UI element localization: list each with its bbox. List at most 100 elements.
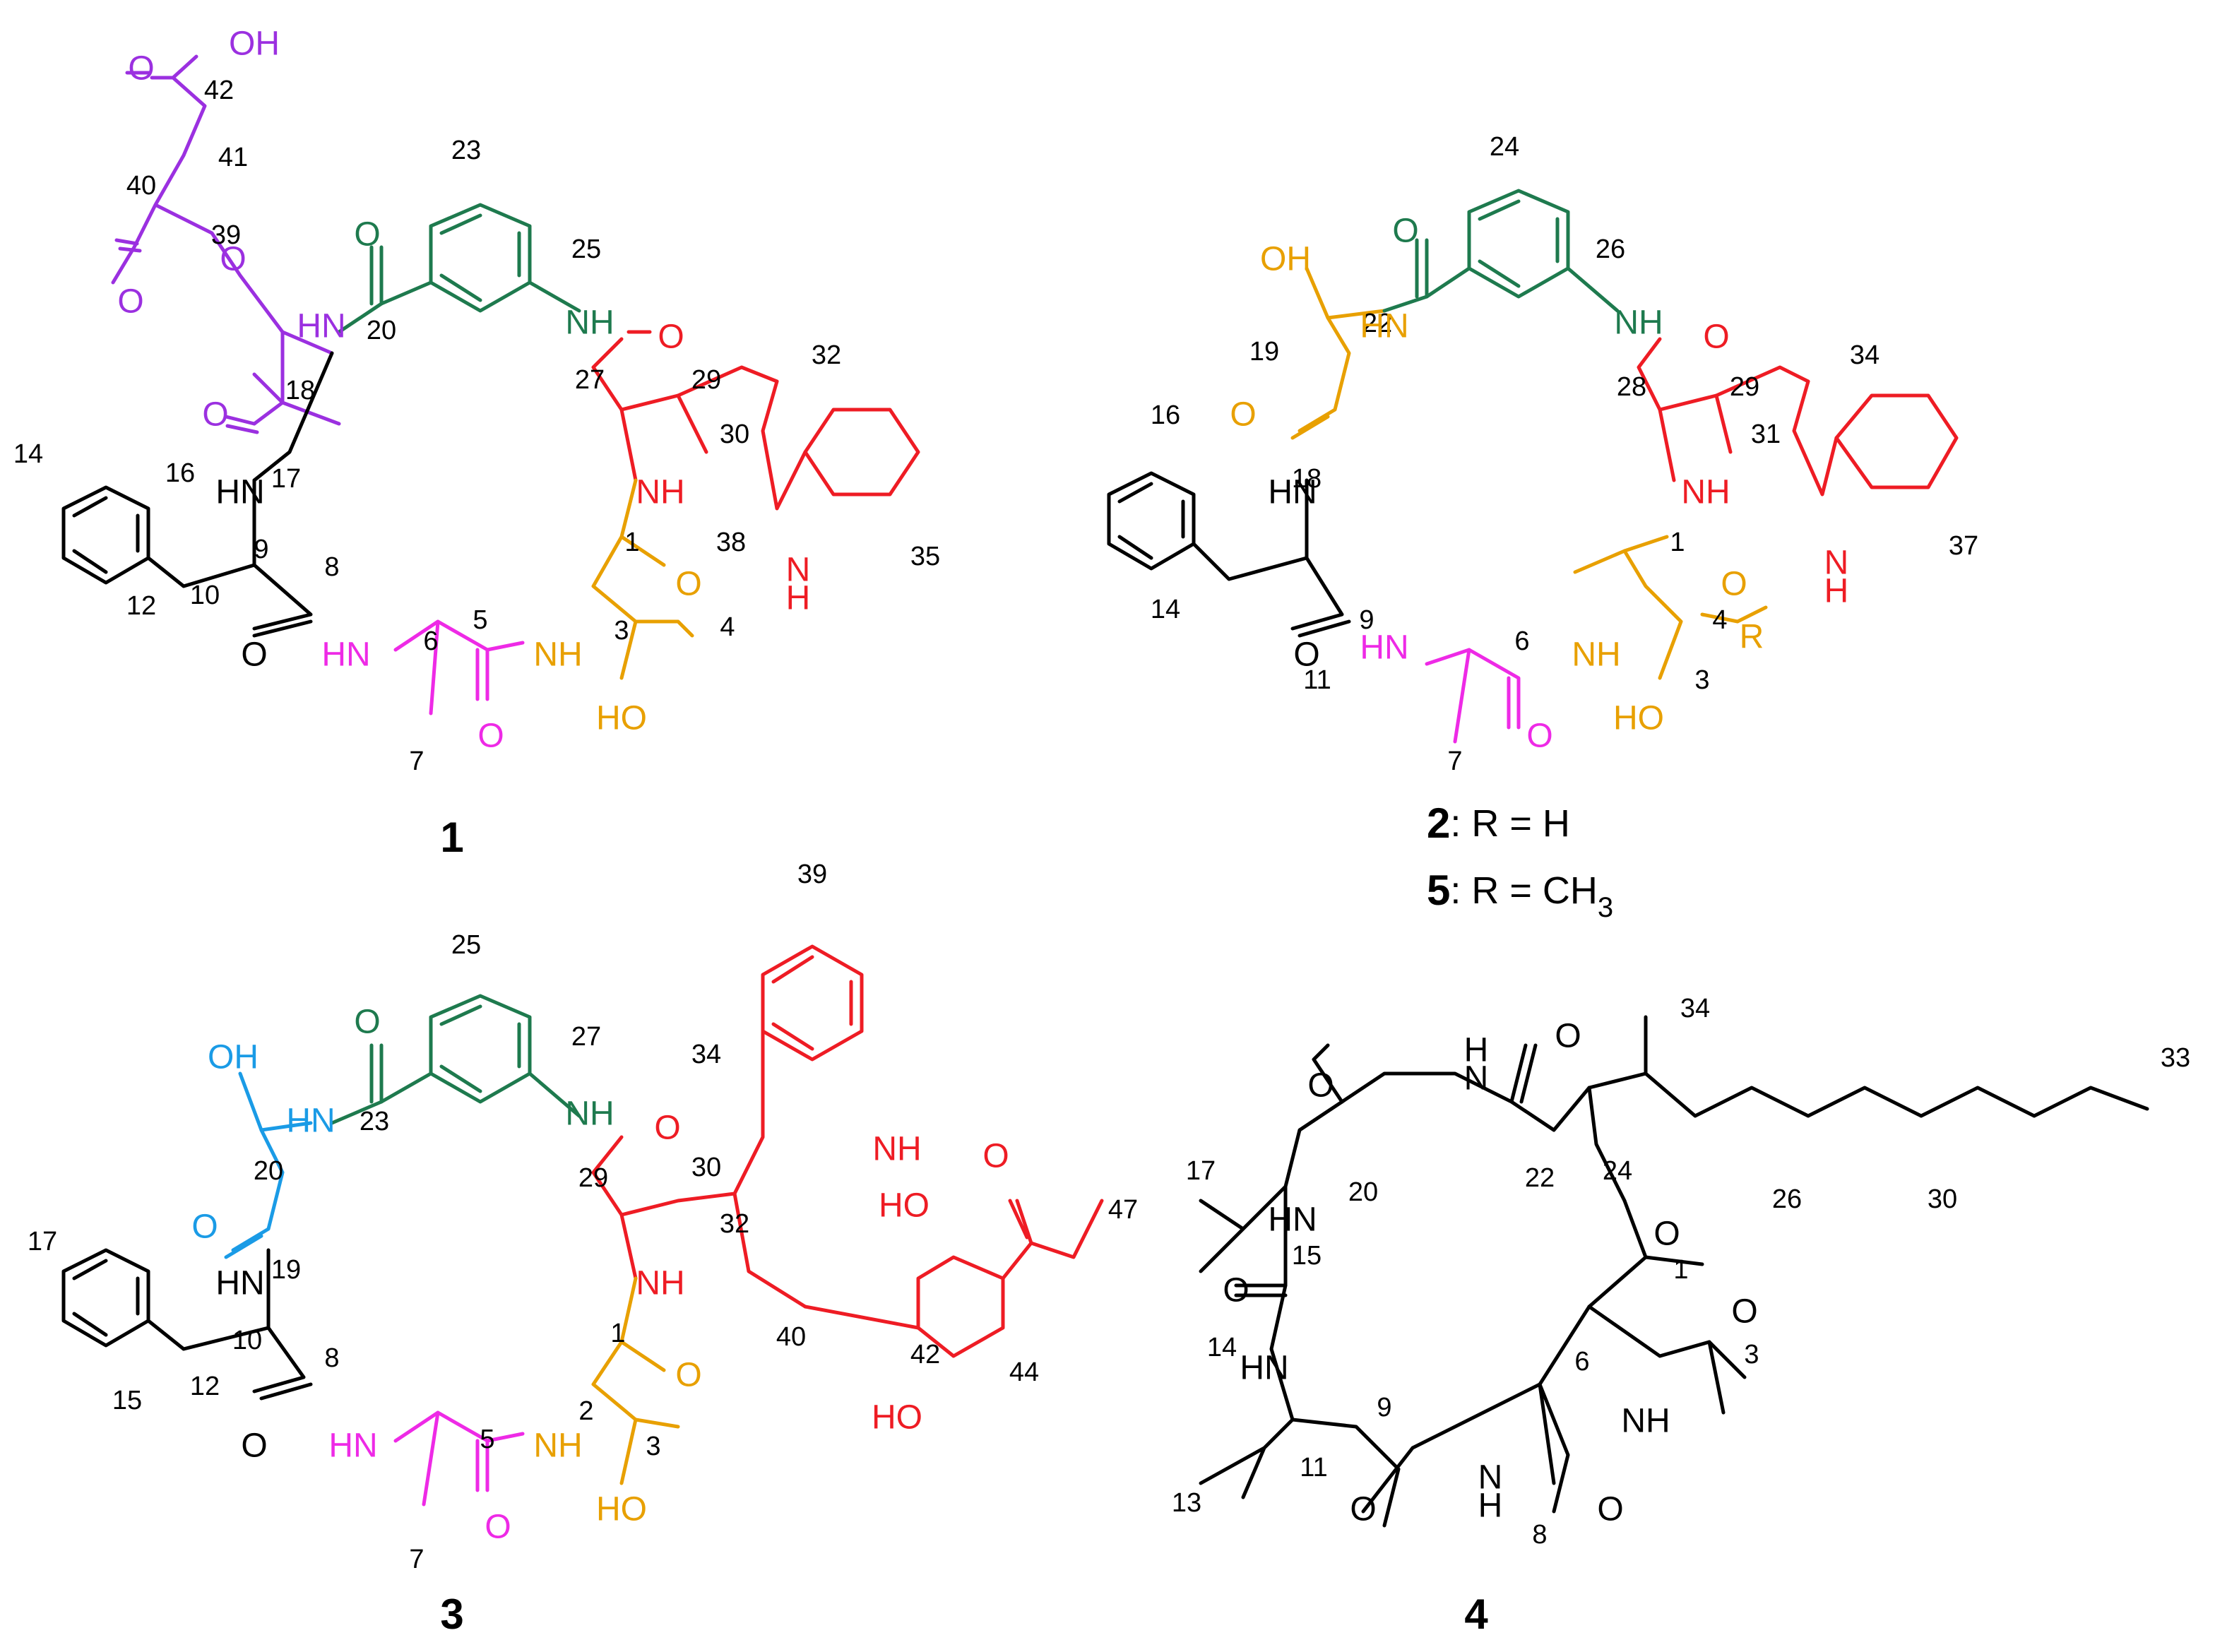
- c3-atom-number-44: 44: [1009, 1357, 1039, 1387]
- c2-atom-number-24: 24: [1490, 132, 1519, 162]
- c1-atom-label-0: O: [128, 50, 154, 88]
- c1-atom-label-2: O: [117, 283, 143, 321]
- compound-3: [61, 944, 1104, 1507]
- c3-atom-number-20: 20: [254, 1156, 283, 1186]
- c2-atom-label-30: HN: [1360, 629, 1408, 667]
- c2-atom-label-23: NH: [1614, 304, 1663, 342]
- compound-4: [1199, 1015, 2149, 1528]
- c4-atom-number-14: 14: [1207, 1333, 1237, 1362]
- c3-atom-number-3: 3: [646, 1432, 660, 1461]
- c2-atom-label-25: NH: [1681, 474, 1730, 511]
- c2-atom-number-9: 9: [1359, 605, 1374, 635]
- c4-atom-label-61: O: [1653, 1216, 1680, 1253]
- c1-atom-number-35: 35: [910, 542, 940, 571]
- c4-atom-number-11: 11: [1300, 1453, 1327, 1482]
- c3-atom-label-42: NH: [636, 1265, 684, 1302]
- c1-atom-label-14: HN: [321, 636, 370, 674]
- c3-atom-number-47: 47: [1108, 1195, 1138, 1225]
- c1-atom-number-12: 12: [126, 591, 156, 621]
- c1-atom-number-25: 25: [571, 234, 601, 264]
- c1-atom-number-27: 27: [575, 365, 605, 395]
- dehydrotryptophan-1: [591, 330, 920, 511]
- c3-atom-label-49: HN: [328, 1427, 377, 1465]
- c4-atom-number-3: 3: [1744, 1340, 1759, 1369]
- c3-atom-number-29: 29: [578, 1163, 608, 1193]
- c4-atom-number-24: 24: [1603, 1156, 1632, 1186]
- c3-atom-label-39: O: [354, 1004, 380, 1041]
- c2-atom-label-33: O: [1721, 566, 1747, 603]
- c2-atom-number-18: 18: [1292, 464, 1322, 494]
- c3-atom-number-39: 39: [797, 860, 827, 889]
- serine-3: [224, 1071, 313, 1259]
- compound-2: [1107, 189, 1959, 744]
- c1-atom-number-7: 7: [409, 747, 424, 776]
- c1-atom-number-42: 42: [204, 76, 234, 105]
- c1-atom-number-6: 6: [423, 626, 438, 656]
- phenylalanine: [61, 351, 334, 638]
- c1-atom-label-4: O: [202, 396, 228, 434]
- c1-atom-label-11: H: [786, 580, 811, 617]
- tryptophan-aryl-3: [591, 944, 1104, 1358]
- c4-atom-number-17: 17: [1186, 1156, 1216, 1186]
- c4-atom-label-62: O: [1731, 1293, 1757, 1331]
- c2-atom-label-22: O: [1392, 213, 1418, 250]
- c1-atom-number-1: 1: [624, 528, 639, 557]
- c3-atom-label-52: O: [675, 1357, 701, 1394]
- c2-atom-number-14: 14: [1151, 595, 1180, 624]
- c1-atom-number-23: 23: [451, 136, 481, 165]
- c3-atom-number-2: 2: [578, 1396, 593, 1426]
- c3-atom-number-15: 15: [112, 1386, 142, 1415]
- c1-atom-number-3: 3: [614, 616, 629, 646]
- c1-atom-number-5: 5: [473, 605, 487, 635]
- c1-atom-label-9: NH: [636, 474, 684, 511]
- c2-atom-label-29: O: [1293, 636, 1319, 674]
- dehydrotryptophan-2: [1637, 337, 1959, 497]
- c4-atom-number-30: 30: [1928, 1184, 1957, 1214]
- c3-atom-number-10: 10: [232, 1326, 262, 1355]
- c3-atom-number-40: 40: [776, 1322, 806, 1352]
- c1-atom-number-32: 32: [812, 340, 841, 370]
- c3-atom-label-51: NH: [533, 1427, 582, 1465]
- c1-atom-number-39: 39: [211, 220, 241, 250]
- anthranilate-3: [330, 994, 581, 1125]
- c2-atom-number-34: 34: [1850, 340, 1880, 370]
- c2-atom-number-22: 22: [1362, 309, 1392, 338]
- c4-atom-label-54: O: [1307, 1067, 1334, 1105]
- phenylalanine-3: [61, 1248, 313, 1401]
- c2-atom-label-28: HN: [1268, 474, 1317, 511]
- c1-atom-label-12: HN: [215, 474, 264, 511]
- c4-atom-label-58: HN: [1268, 1201, 1317, 1239]
- c4-atom-number-8: 8: [1532, 1520, 1547, 1550]
- c1-atom-label-3: O: [220, 241, 246, 278]
- c1-atom-number-4: 4: [720, 612, 735, 642]
- compound-1: [61, 54, 920, 715]
- c3-atom-number-27: 27: [571, 1022, 601, 1052]
- c1-atom-number-41: 41: [218, 143, 248, 172]
- alanine-1: [393, 619, 525, 715]
- c3-atom-number-7: 7: [409, 1545, 424, 1574]
- c4-atom-number-33: 33: [2161, 1043, 2190, 1073]
- c3-atom-number-32: 32: [720, 1209, 749, 1239]
- compound-label-3: 3: [440, 1591, 463, 1638]
- c3-atom-label-46: HO: [872, 1399, 922, 1437]
- r-group-legend-row-1: 2: R = H: [1427, 800, 1570, 847]
- c4-atom-label-63: NH: [1621, 1403, 1670, 1440]
- c4-atom-number-15: 15: [1292, 1241, 1322, 1271]
- c4-atom-label-56: N: [1464, 1060, 1489, 1098]
- c3-atom-number-23: 23: [360, 1107, 389, 1136]
- c3-atom-number-25: 25: [451, 930, 481, 960]
- c3-atom-label-44: HO: [879, 1187, 930, 1225]
- c1-atom-label-5: HN: [297, 308, 345, 345]
- compound-label-1: 1: [440, 814, 463, 861]
- c2-atom-label-35: HO: [1613, 700, 1664, 737]
- c3-atom-label-53: HO: [596, 1491, 647, 1528]
- c3-atom-label-36: OH: [208, 1039, 259, 1076]
- c1-atom-number-17: 17: [271, 464, 301, 494]
- c3-atom-label-48: O: [241, 1427, 267, 1465]
- c1-atom-label-17: O: [675, 566, 701, 603]
- c3-atom-number-5: 5: [480, 1425, 494, 1454]
- phenylalanine-2: [1107, 471, 1351, 638]
- serine-2: [1290, 266, 1768, 680]
